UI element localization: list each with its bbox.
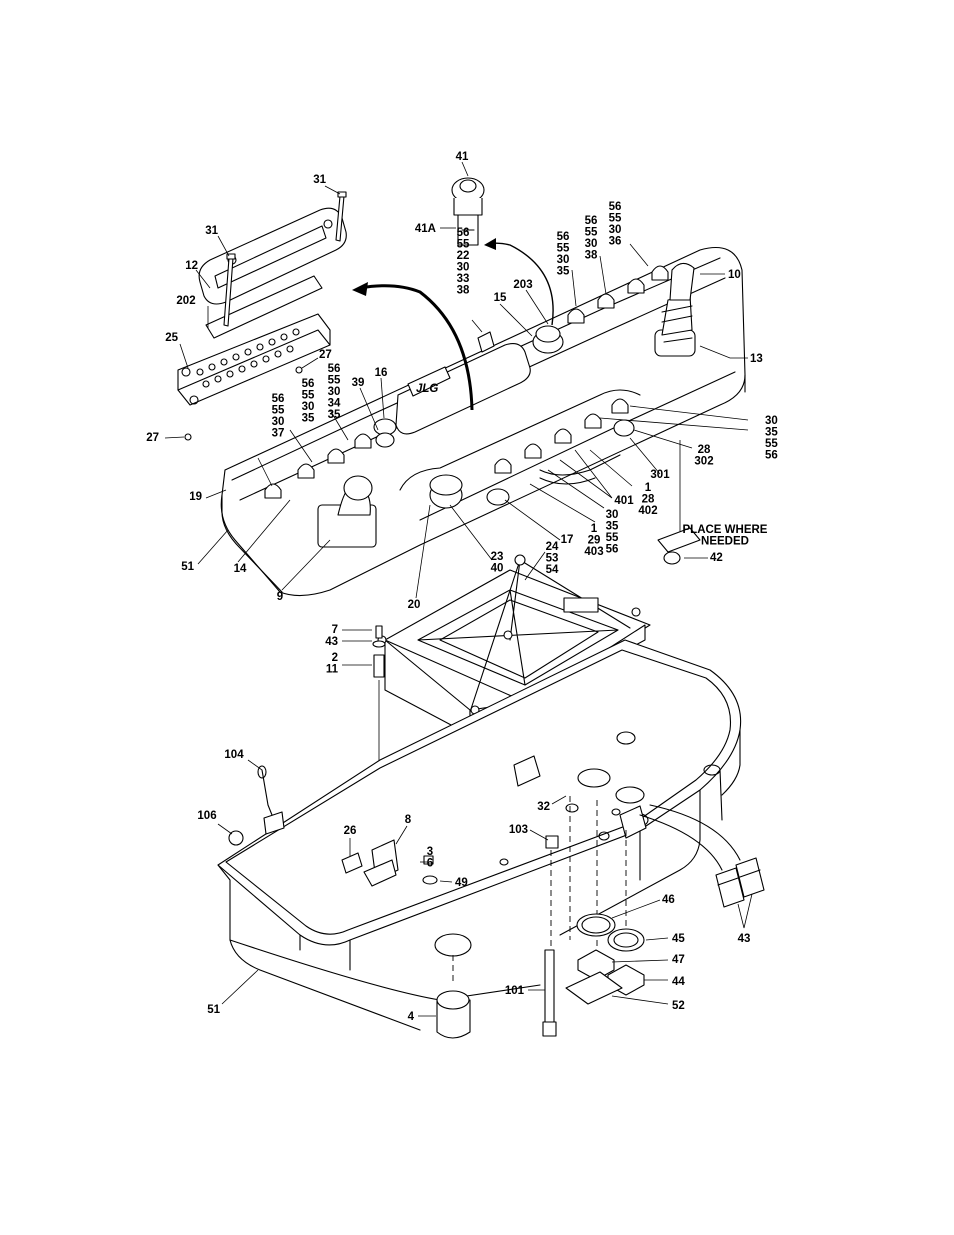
callout: 103 bbox=[509, 824, 528, 836]
cover-plate-12 bbox=[177, 191, 347, 441]
callout: 41 bbox=[456, 151, 469, 163]
callout: 4 bbox=[408, 1011, 415, 1023]
callout: 17 bbox=[561, 534, 574, 546]
callout: 19 bbox=[189, 491, 202, 503]
svg-text:JLG: JLG bbox=[416, 383, 438, 395]
callout: 43 bbox=[738, 933, 751, 945]
callout: 13 bbox=[750, 353, 763, 365]
callout: 31 bbox=[313, 174, 326, 186]
callout: 27 bbox=[319, 349, 332, 361]
callout: 20 bbox=[408, 599, 421, 611]
callout: 47 bbox=[672, 954, 685, 966]
callout: 39 bbox=[352, 377, 365, 389]
leader-lines bbox=[164, 161, 753, 1017]
callout: 49 bbox=[455, 877, 468, 889]
emergency-stop-41 bbox=[451, 177, 485, 246]
callout: 27 bbox=[146, 432, 159, 444]
callout: 46 bbox=[662, 894, 675, 906]
callout: 31 bbox=[205, 225, 218, 237]
callout: 401 bbox=[614, 495, 634, 507]
callout: 51 bbox=[181, 561, 194, 573]
callout: 9 bbox=[277, 591, 283, 603]
callout: 52 bbox=[672, 1000, 685, 1012]
callout: 301 bbox=[650, 469, 670, 481]
callout: 203 bbox=[513, 279, 532, 291]
callout: 42 bbox=[710, 552, 723, 564]
callout: 10 bbox=[728, 269, 741, 281]
callout: 32 bbox=[537, 801, 550, 813]
callout: 202 bbox=[176, 295, 195, 307]
toggle-switches bbox=[264, 265, 669, 499]
callout: 14 bbox=[234, 563, 247, 575]
lower-enclosure-51 bbox=[217, 639, 765, 1039]
callout: 51 bbox=[207, 1004, 220, 1016]
callout: 41A bbox=[415, 223, 436, 235]
callout: 106 bbox=[197, 810, 216, 822]
callout: 7 bbox=[332, 624, 338, 636]
callout: 25 bbox=[165, 332, 178, 344]
callout: 44 bbox=[672, 976, 685, 988]
callout: 26 bbox=[344, 825, 357, 837]
callout: 16 bbox=[375, 367, 388, 379]
callout: 15 bbox=[494, 292, 507, 304]
callout: 101 bbox=[505, 985, 525, 997]
callout: 8 bbox=[405, 814, 412, 826]
callout: 104 bbox=[224, 749, 244, 761]
callout: 45 bbox=[672, 933, 685, 945]
callout: 43 bbox=[325, 636, 338, 648]
callout: 12 bbox=[185, 260, 198, 272]
control-panel-top: JLG bbox=[220, 246, 746, 597]
